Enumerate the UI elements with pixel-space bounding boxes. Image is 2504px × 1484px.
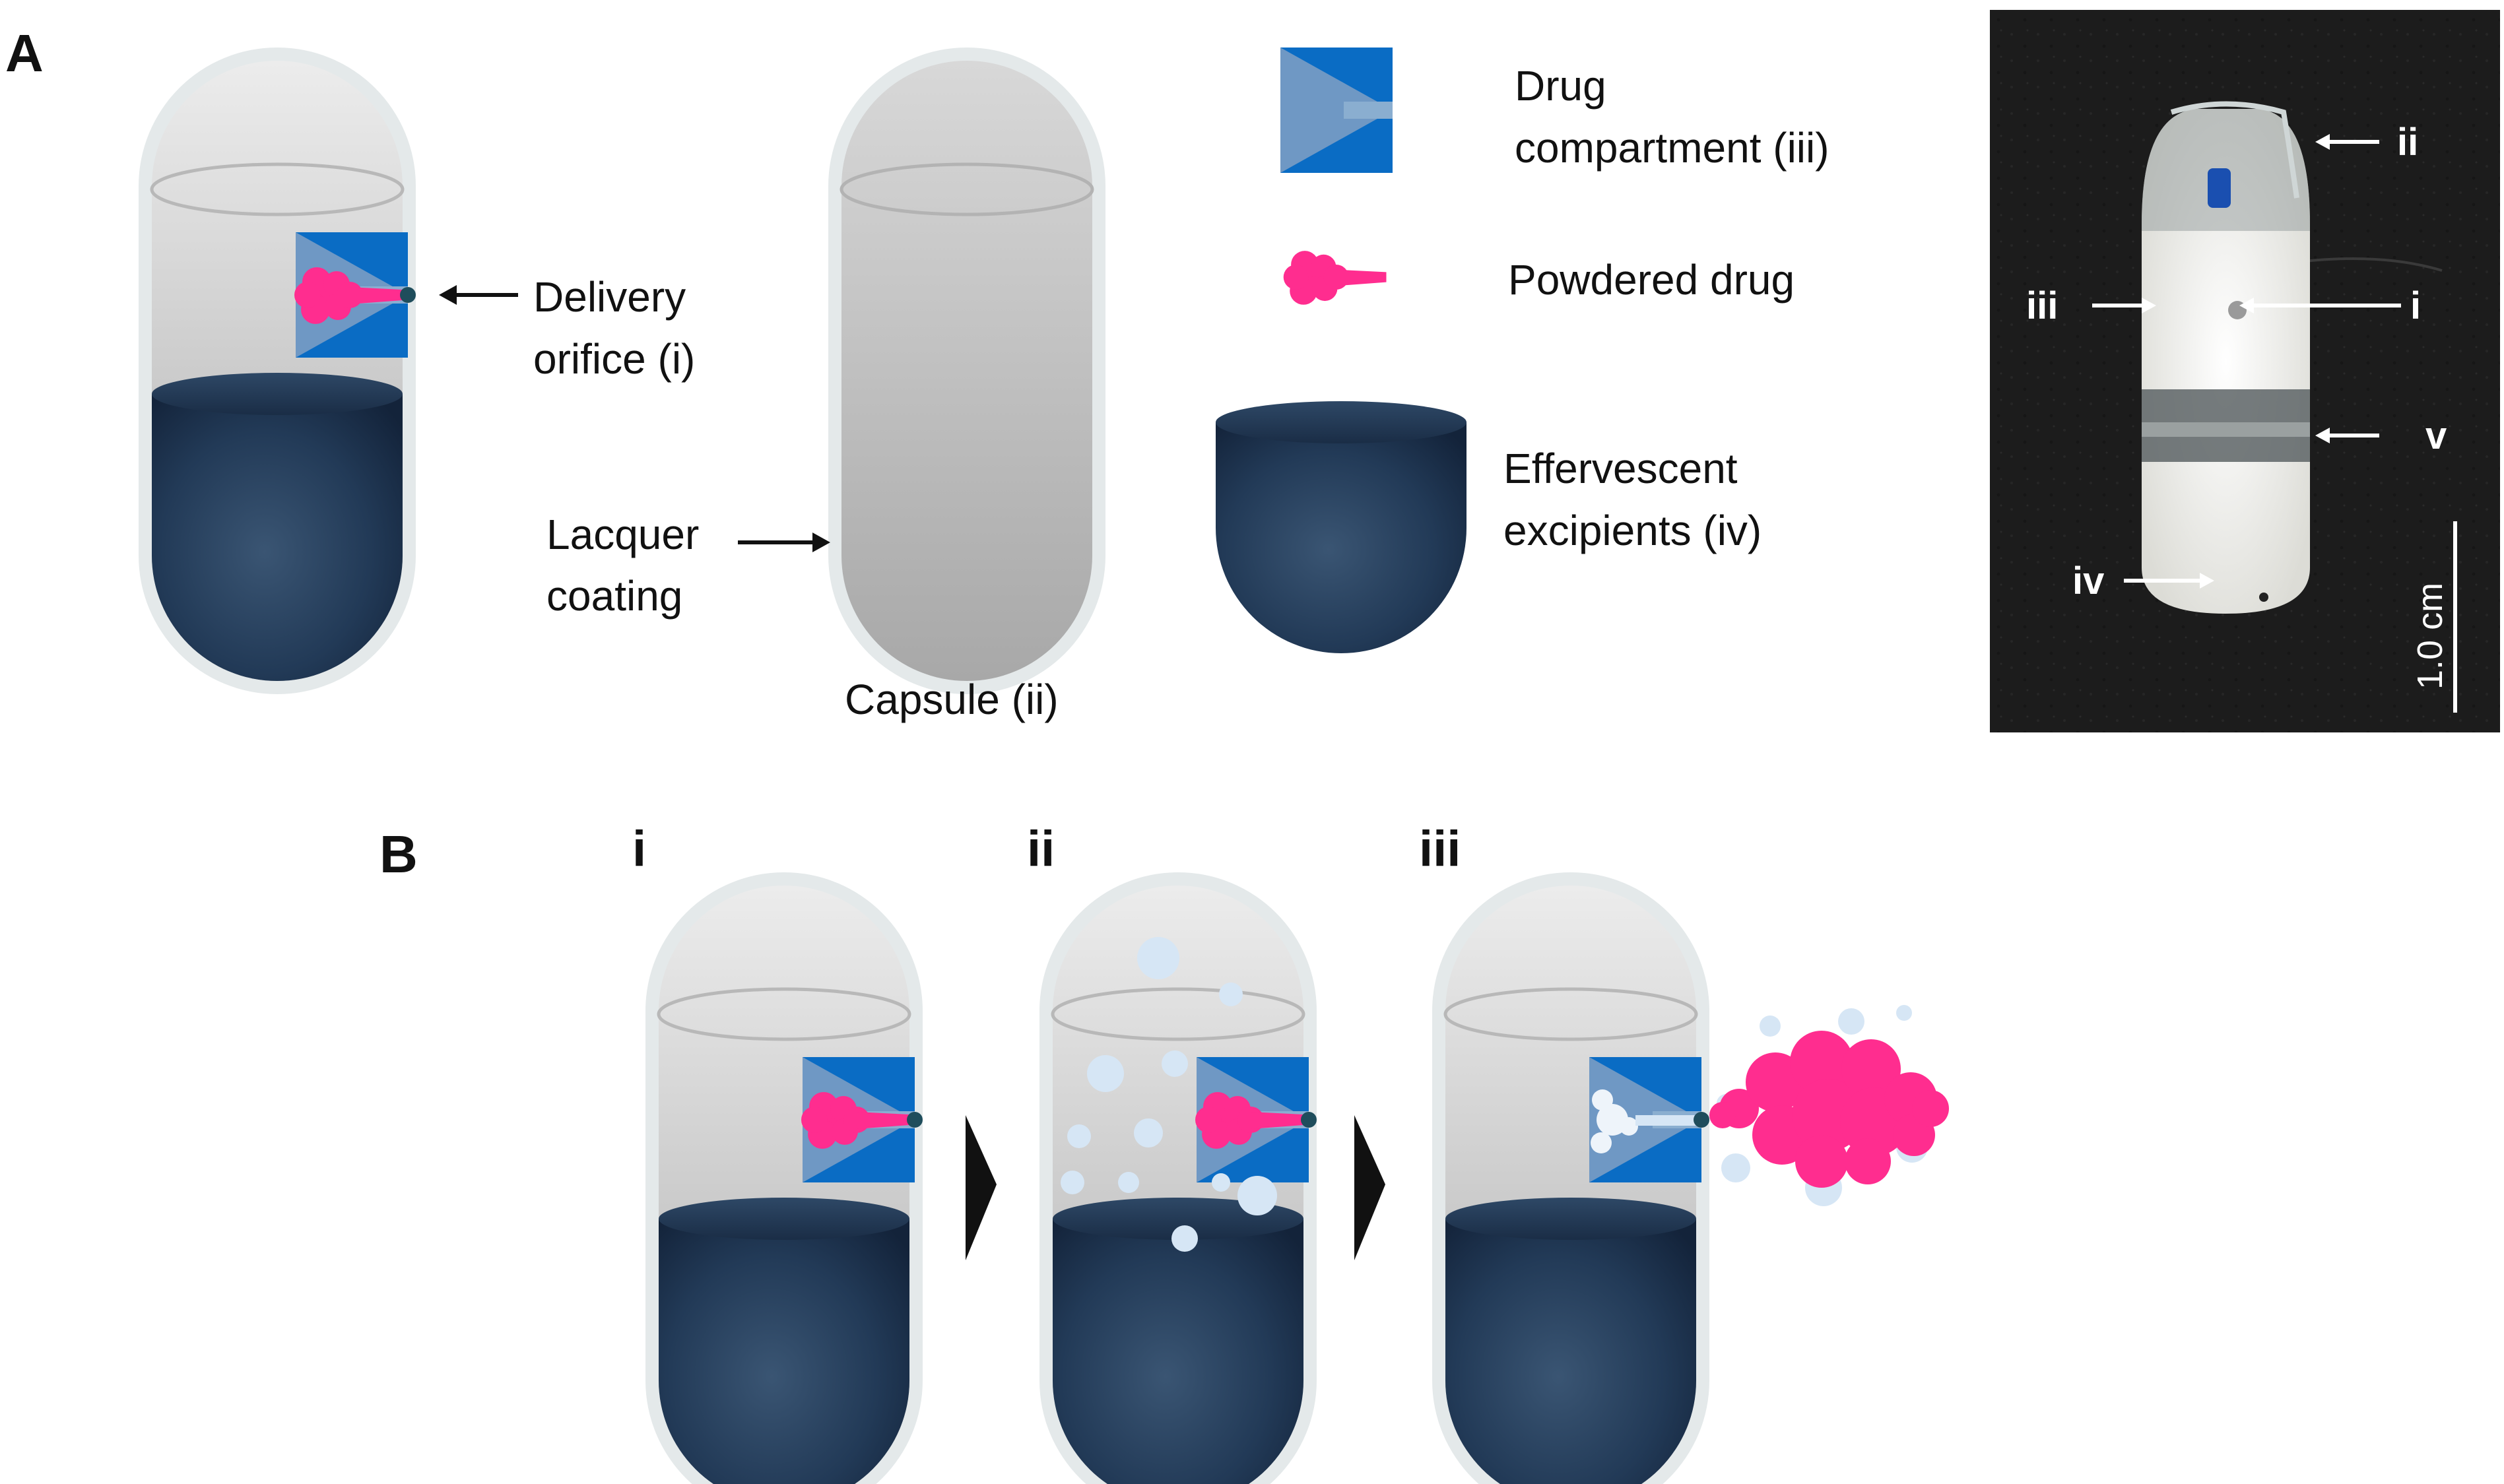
legend-effervescent-line2: excipients (iv)	[1503, 507, 1762, 554]
step-i-label: i	[632, 821, 646, 877]
empty-capsule	[828, 48, 1105, 694]
photo-label-ii: ii	[2397, 121, 2418, 164]
panel-a-label: A	[5, 24, 44, 82]
assembled-capsule	[139, 48, 416, 694]
photo-arrows	[2092, 134, 2457, 713]
photo-label-iv: iv	[2072, 560, 2104, 602]
capsule-photo	[1990, 10, 2500, 732]
scale-bar-label: 1.0 cm	[2410, 583, 2450, 690]
lacquer-label-line1: Lacquer	[546, 511, 699, 558]
legend-powdered-drug-label: Powdered drug	[1508, 256, 1795, 304]
delivery-orifice-label-line1: Delivery	[533, 273, 686, 321]
legend-effervescent-line1: Effervescent	[1503, 445, 1738, 492]
delivery-orifice-label-line2: orifice (i)	[533, 335, 695, 383]
effervescent-bubbles	[1061, 937, 1277, 1252]
step-arrow-1	[966, 1115, 997, 1260]
step-iii-label: iii	[1419, 821, 1461, 877]
delivery-orifice-arrow	[439, 285, 518, 305]
drug-compartment	[294, 232, 416, 358]
legend-effervescent-icon	[1216, 401, 1466, 653]
step-iii-capsule	[1432, 872, 1709, 1484]
legend-drug-compartment-icon	[1280, 48, 1393, 173]
lacquer-label-line2: coating	[546, 572, 682, 620]
photo-label-iii: iii	[2026, 284, 2058, 327]
lacquer-arrow	[738, 532, 830, 552]
panel-b-label: B	[379, 825, 418, 884]
step-i-capsule	[645, 872, 923, 1484]
legend-drug-compartment-line2: compartment (iii)	[1515, 124, 1829, 172]
photo-label-i: i	[2410, 284, 2421, 327]
photo-label-v: v	[2425, 414, 2447, 457]
capsule-label: Capsule (ii)	[845, 676, 1059, 723]
legend-drug-compartment-line1: Drug	[1515, 62, 1606, 110]
legend-powdered-drug-icon	[1283, 251, 1387, 305]
step-ii-label: ii	[1027, 821, 1055, 877]
expelled-drug-cloud	[1709, 1005, 1949, 1206]
step-arrow-2	[1354, 1115, 1385, 1260]
step-ii-capsule	[1039, 872, 1317, 1484]
